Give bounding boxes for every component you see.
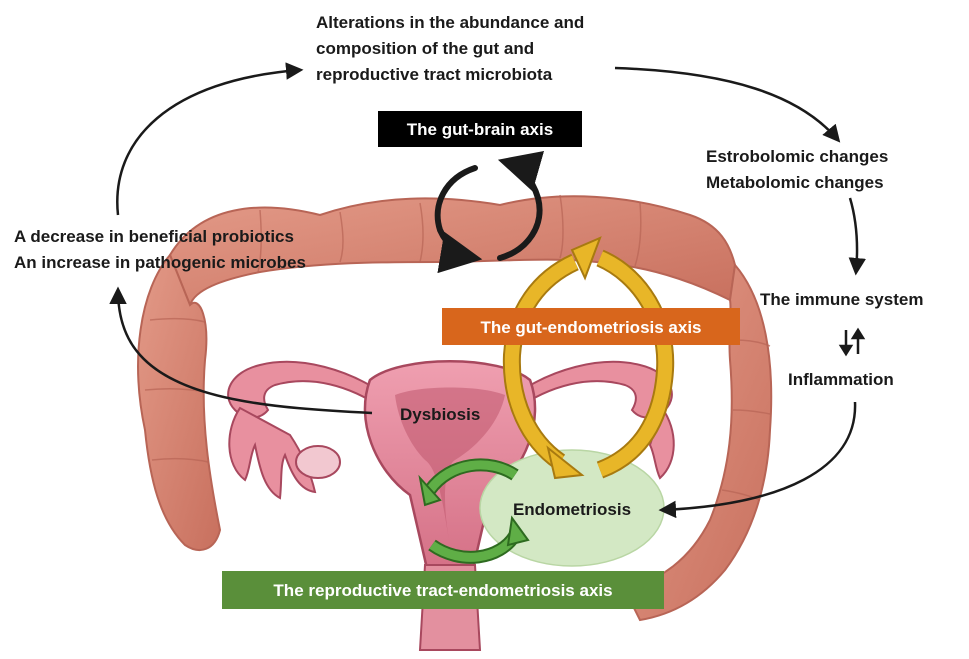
reproductive-axis-box — [222, 571, 664, 609]
left-text-line-1: A decrease in beneficial probiotics — [14, 227, 294, 246]
colon-descending — [623, 262, 773, 622]
gut-brain-arrow-right — [497, 151, 545, 261]
gut-brain-axis-box — [378, 111, 582, 147]
arrow-dysbiosis-to-left — [109, 286, 373, 415]
top-text-line-1: Alterations in the abundance and — [316, 13, 584, 32]
arrow-left-to-top — [116, 62, 304, 216]
reproductive-cycle-arrows — [418, 458, 530, 564]
inflammation-text: Inflammation — [788, 370, 894, 389]
reproductive-axis-label: The reproductive tract-endometriosis axi… — [273, 581, 612, 600]
immune-system-text: The immune system — [760, 290, 923, 309]
colon-ascending — [137, 253, 222, 551]
green-arrowhead-right — [506, 515, 530, 547]
gut-brain-arrow-left — [434, 165, 483, 274]
gut-endometriosis-axis-label: The gut-endometriosis axis — [480, 318, 701, 337]
gut-endometriosis-cycle-arrows — [502, 236, 675, 480]
top-text-line-3: reproductive tract microbiota — [316, 65, 553, 84]
top-text-line-2: composition of the gut and — [316, 39, 534, 58]
gut-brain-cycle-arrows — [434, 151, 545, 274]
left-ovary — [295, 445, 341, 479]
arrow-inflammation-to-endometriosis — [658, 401, 857, 519]
green-arrowhead-left — [418, 474, 442, 507]
yellow-arrowhead-left — [546, 445, 585, 480]
main-cycle-arrows — [109, 62, 866, 519]
up-down-arrows-icon — [838, 327, 866, 357]
left-fimbriae — [228, 406, 317, 500]
uterine-cavity — [395, 387, 505, 545]
gut-brain-axis-label: The gut-brain axis — [407, 120, 553, 139]
right-fimbriae — [648, 405, 675, 480]
gut-endometriosis-axis-box — [442, 308, 740, 345]
estrobolomic-text: Estrobolomic changes — [706, 147, 888, 166]
yellow-arrowhead-top — [570, 236, 602, 281]
right-fallopian-tube — [514, 360, 673, 419]
arrow-metabolomic-to-immune — [848, 197, 866, 276]
arrow-top-to-right — [614, 66, 841, 143]
endometriosis-label: Endometriosis — [513, 500, 631, 519]
metabolomic-text: Metabolomic changes — [706, 173, 884, 192]
dysbiosis-label: Dysbiosis — [400, 405, 480, 424]
left-text-line-2: An increase in pathogenic microbes — [14, 253, 306, 272]
